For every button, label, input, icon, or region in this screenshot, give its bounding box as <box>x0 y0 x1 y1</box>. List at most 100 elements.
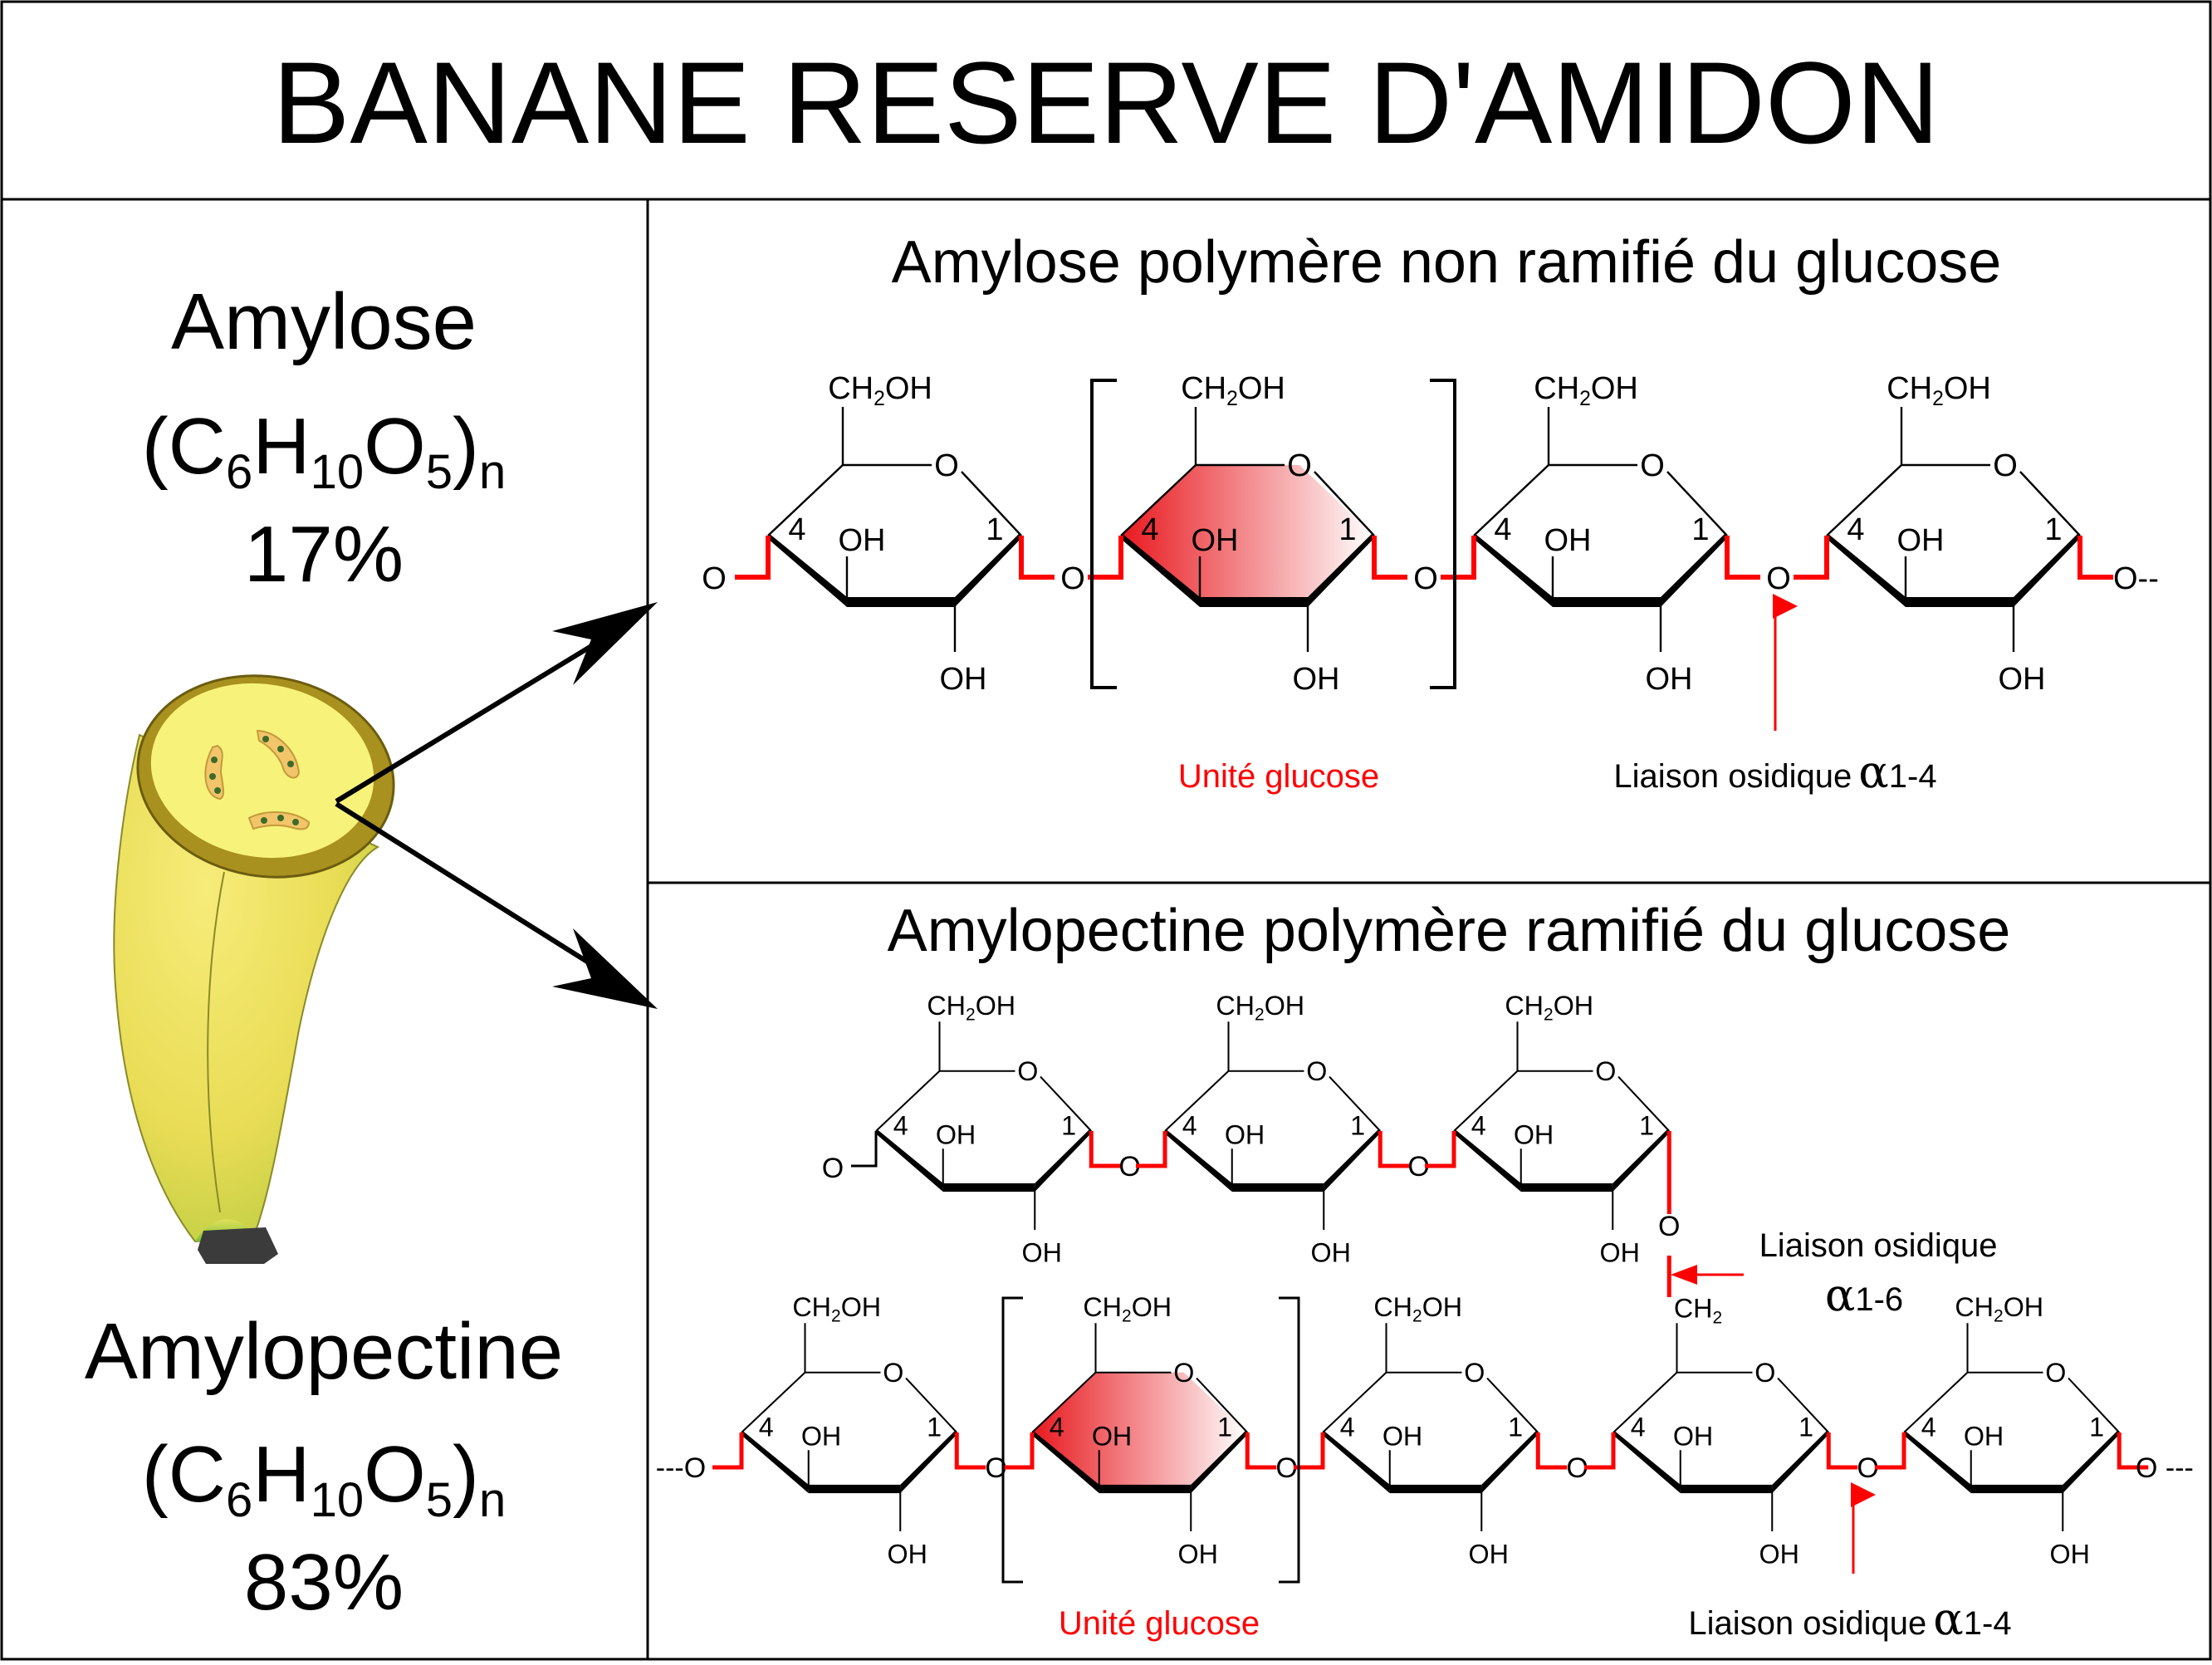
chain-start-bond <box>851 1131 878 1168</box>
ring-wedge <box>1323 1431 1390 1494</box>
ring-bond <box>1613 1372 1678 1433</box>
ring-bond <box>905 1377 957 1433</box>
glycosidic-bond <box>1088 536 1123 580</box>
glycosidic-bond <box>1372 536 1407 580</box>
carbon-1-label: 1 <box>2044 512 2062 547</box>
ring-bond <box>741 1372 806 1433</box>
amylopectine-formula: (C6H10O5)n <box>142 1430 507 1527</box>
ring-bold-bond <box>808 1484 901 1494</box>
page-title: BANANE RESERVE D'AMIDON <box>272 37 1940 168</box>
ring-bond <box>1164 1070 1230 1132</box>
glucose-unit-highlight <box>1032 1372 1248 1489</box>
carbon-4-label: 4 <box>759 1412 774 1442</box>
ch2oh-group: CH2OH <box>1083 1292 1172 1326</box>
c3-hydroxyl: OH <box>839 523 886 558</box>
c2-hydroxyl: OH <box>1999 662 2046 697</box>
glycosidic-bond <box>735 536 771 580</box>
ring-bold-bond <box>1200 597 1308 607</box>
amylose-percent: 17% <box>244 510 404 599</box>
ring-wedge <box>1613 1129 1670 1192</box>
ring-wedge <box>1165 1129 1232 1192</box>
ring-oxygen: O <box>883 1358 903 1388</box>
c2-hydroxyl: OH <box>1646 662 1693 697</box>
banana-cross-section <box>150 683 374 859</box>
ring-oxygen: O <box>1754 1358 1775 1388</box>
ring-wedge <box>1661 533 1727 607</box>
c3-hydroxyl: OH <box>1514 1119 1554 1149</box>
ring-bond <box>2068 1377 2120 1433</box>
c3-hydroxyl: OH <box>801 1421 841 1451</box>
arrow-to-amylopectine <box>552 928 658 1009</box>
ring-bond <box>1666 471 1728 536</box>
ring-wedge <box>1481 1430 1539 1494</box>
glycosidic-bond <box>1441 536 1476 580</box>
ring-bold-bond <box>1099 1484 1192 1494</box>
glycosidic-bond <box>712 1432 744 1470</box>
ch2oh-group: CH2OH <box>1181 371 1285 410</box>
ch2oh-group: CH2OH <box>1887 371 1991 410</box>
amylose-unit-brackets <box>1090 379 1456 689</box>
carbon-4-label: 4 <box>1182 1110 1197 1140</box>
ring-bold-bond <box>942 1183 1035 1192</box>
ring-bond <box>1473 464 1549 536</box>
amylose-unit-label: Unité glucose <box>1178 758 1379 795</box>
amylopectine-unit-brackets <box>1001 1296 1300 1584</box>
carbon-1-label: 1 <box>927 1412 942 1442</box>
c3-hydroxyl: OH <box>1544 523 1592 558</box>
ring-bold-bond <box>1680 1484 1773 1494</box>
branch-left-end: O <box>822 1153 844 1184</box>
ring-bond <box>875 1070 941 1132</box>
glycosidic-bond <box>1725 536 1760 580</box>
carbon-1-label: 1 <box>1338 512 1356 547</box>
c3-hydroxyl: OH <box>1897 523 1945 558</box>
ring-bond <box>2019 471 2081 536</box>
ring-wedge <box>1474 534 1553 607</box>
carbon-4-label: 4 <box>1141 512 1158 547</box>
ring-bold-bond <box>1231 1183 1324 1192</box>
ring-oxygen: O <box>2045 1358 2066 1388</box>
c2-hydroxyl: OH <box>1293 662 1340 697</box>
c2-hydroxyl: OH <box>888 1539 927 1569</box>
ring-wedge <box>1191 1430 1248 1494</box>
banana-illustration <box>113 674 395 1264</box>
c2-hydroxyl: OH <box>1311 1237 1351 1267</box>
carbon-1-label: 1 <box>1798 1412 1813 1442</box>
ring-bond <box>1322 1372 1387 1433</box>
carbon-4-label: 4 <box>788 512 805 547</box>
carbon-1-label: 1 <box>1508 1412 1523 1442</box>
amylopectine-link16-label: Liaison osidique <box>1759 1227 1998 1264</box>
ring-bond <box>767 464 844 536</box>
amylose-summary: Amylose (C6H10O5)n 17% <box>142 277 507 599</box>
ch2oh-group: CH2OH <box>927 991 1015 1025</box>
ring-oxygen: O <box>1595 1056 1616 1086</box>
ring-bond <box>1031 1372 1097 1433</box>
glycosidic-bond <box>2117 1432 2149 1470</box>
carbon-4-label: 4 <box>1471 1110 1486 1140</box>
pointer-arrows <box>335 602 658 1009</box>
chain-right-end: O-- <box>2113 561 2159 596</box>
carbon-1-label: 1 <box>1350 1110 1365 1140</box>
amylopectine-name: Amylopectine <box>85 1307 563 1396</box>
bridge-oxygen: O <box>1766 561 1791 596</box>
ch2-group: CH2 <box>1674 1293 1722 1327</box>
ring-wedge <box>1032 1431 1099 1494</box>
carbon-1-label: 1 <box>986 512 1003 547</box>
c2-hydroxyl: OH <box>1759 1539 1799 1569</box>
ch2oh-group: CH2OH <box>1373 1292 1462 1326</box>
glycosidic-bond <box>1089 1131 1121 1168</box>
amylose-name: Amylose <box>171 277 477 366</box>
glycosidic-bond <box>1294 1432 1325 1470</box>
ring-bond <box>1903 1372 1969 1433</box>
amylose-heading: Amylose polymère non ramifié du glucose <box>892 229 2002 296</box>
ring-bond <box>961 471 1022 536</box>
carbon-4-label: 4 <box>893 1110 908 1140</box>
glycosidic-bond <box>1245 1432 1277 1470</box>
ch2oh-group: CH2OH <box>792 1292 881 1326</box>
carbon-4-label: 4 <box>1631 1412 1646 1442</box>
ring-bold-bond <box>1970 1484 2063 1494</box>
c3-hydroxyl: OH <box>936 1119 976 1149</box>
c3-hydroxyl: OH <box>1225 1119 1265 1149</box>
